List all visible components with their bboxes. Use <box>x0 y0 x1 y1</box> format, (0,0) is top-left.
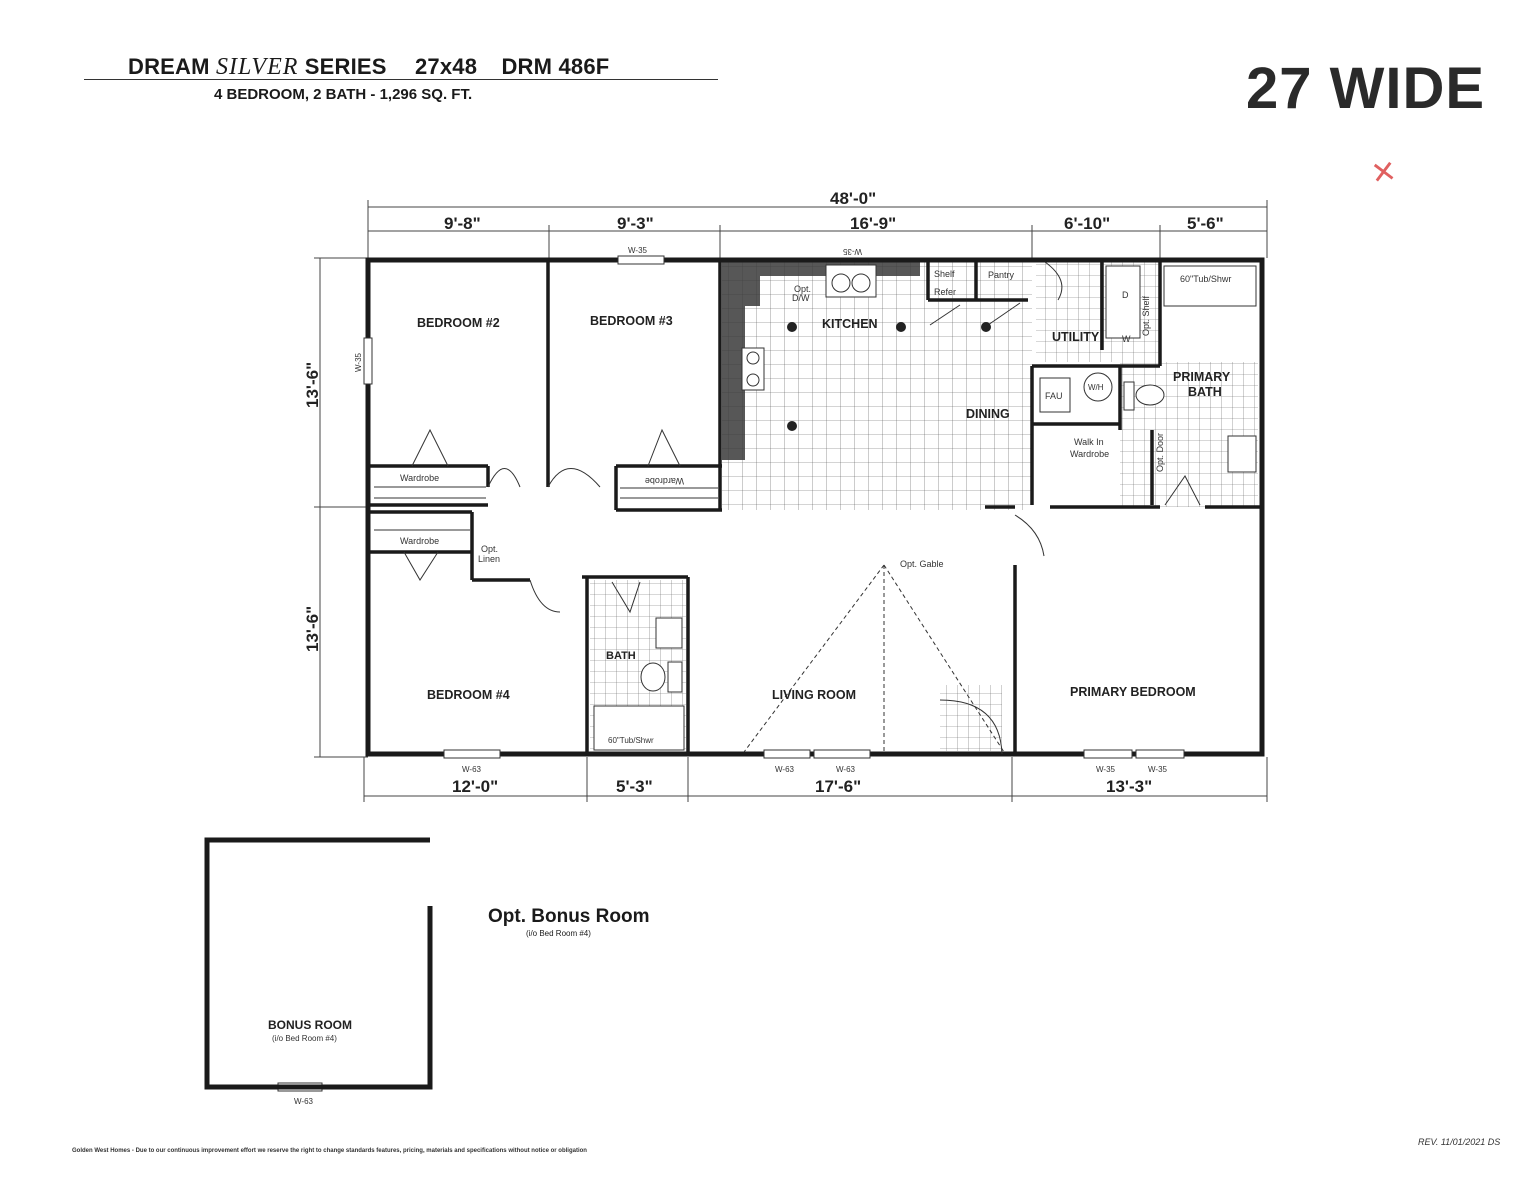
wardrobe-label: Wardrobe <box>400 536 439 546</box>
dim-top-1: 9'-8" <box>444 214 481 233</box>
dim-bottom-4: 13'-3" <box>1106 777 1152 796</box>
dim-bottom-1: 12'-0" <box>452 777 498 796</box>
tub-label: 60"Tub/Shwr <box>1180 274 1231 284</box>
window-primary-2 <box>1135 749 1185 759</box>
window-living-1 <box>763 749 811 759</box>
window-living-2 <box>813 749 871 759</box>
window-label: W-63 <box>294 1097 314 1106</box>
room-living: LIVING ROOM <box>772 688 856 702</box>
bottom-dimensions <box>363 757 1268 802</box>
opt-linen-label: Linen <box>478 554 500 564</box>
model-number: DRM 486F <box>501 54 610 79</box>
dim-top-2: 9'-3" <box>617 214 654 233</box>
walk-in-label: Walk In <box>1074 437 1104 447</box>
home-summary: 4 BEDROOM, 2 BATH - 1,296 SQ. FT. <box>214 86 473 103</box>
dryer-label: D <box>1122 290 1129 300</box>
room-primary-bath-1: PRIMARY <box>1173 370 1231 384</box>
room-bonus-sub: (i/o Bed Room #4) <box>272 1034 337 1043</box>
home-size: 27x48 <box>414 54 478 79</box>
dim-overall-width: 48'-0" <box>830 189 876 208</box>
window-label: W-63 <box>462 765 482 774</box>
wardrobe-label: Wardrobe <box>400 473 439 483</box>
series-prefix: DREAM <box>128 54 216 79</box>
window-primary-1 <box>1083 749 1133 759</box>
title-underline <box>84 79 718 80</box>
dim-top-5: 5'-6" <box>1187 214 1224 233</box>
room-dining: DINING <box>966 407 1010 421</box>
window-bed3-top <box>617 255 665 265</box>
bath-tub <box>593 705 685 751</box>
dim-bottom-2: 5'-3" <box>616 777 653 796</box>
refer-label: Refer <box>934 287 956 297</box>
opt-linen-label: Opt. <box>481 544 498 554</box>
bonus-room-title: Opt. Bonus Room <box>488 906 650 927</box>
width-label: 27 WIDE <box>1246 56 1486 121</box>
wardrobe-label: Wardrobe <box>645 476 684 486</box>
wh-label: W/H <box>1088 383 1104 392</box>
fau-label: FAU <box>1045 391 1063 401</box>
room-bonus: BONUS ROOM <box>268 1018 352 1032</box>
water-heater <box>1083 372 1113 402</box>
window-label: W-35 <box>354 352 363 372</box>
dim-left-1: 13'-6" <box>303 362 322 408</box>
bath-sink <box>655 617 683 649</box>
bath-toilet <box>640 662 666 692</box>
opt-shelf-label: Opt. Shelf <box>1141 295 1151 336</box>
opt-dw-label: D/W <box>792 293 810 303</box>
opt-gable-label: Opt. Gable <box>900 559 944 569</box>
room-primary-bath-2: BATH <box>1188 385 1222 399</box>
kitchen-fixtures <box>593 264 1257 751</box>
room-bedroom-2: BEDROOM #2 <box>417 316 500 330</box>
window-bed2-left <box>363 337 373 385</box>
window-label: W-35 <box>628 246 648 255</box>
bonus-room-walls <box>204 837 433 1090</box>
window-label: W-35 <box>1148 765 1168 774</box>
interior-walls <box>370 262 1262 754</box>
kitchen-lights <box>787 322 991 431</box>
series-title: DREAM SILVER SERIES 27x48 DRM 486F <box>128 54 609 81</box>
window-bed4-bottom <box>443 749 501 759</box>
entry-floor <box>940 685 1002 751</box>
walk-in-label: Wardrobe <box>1070 449 1109 459</box>
tub-label: 60"Tub/Shwr <box>608 736 654 745</box>
room-utility: UTILITY <box>1052 330 1100 344</box>
kitchen-counter <box>722 262 920 460</box>
window-label: W-63 <box>836 765 856 774</box>
room-bath: BATH <box>606 650 636 662</box>
opt-gable-lines <box>743 564 1005 753</box>
room-bedroom-3: BEDROOM #3 <box>590 314 673 328</box>
washer-label: W <box>1122 334 1131 344</box>
top-dimensions <box>367 200 1268 258</box>
window-label: W-35 <box>1096 765 1116 774</box>
left-dimensions <box>314 257 368 758</box>
disclaimer: Golden West Homes - Due to our continuou… <box>72 1148 587 1154</box>
shelf-label: Shelf <box>934 269 955 279</box>
dim-top-4: 6'-10" <box>1064 214 1110 233</box>
series-name: SILVER <box>215 54 299 80</box>
doors <box>374 261 1201 755</box>
fau-box <box>1039 377 1071 413</box>
primary-toilet <box>1135 384 1165 406</box>
room-primary-bedroom: PRIMARY BEDROOM <box>1070 685 1196 699</box>
window-label: W-63 <box>775 765 795 774</box>
primary-vanity <box>1227 435 1257 473</box>
room-kitchen: KITCHEN <box>822 317 878 331</box>
dim-left-2: 13'-6" <box>303 606 322 652</box>
revision-label: REV. 11/01/2021 DS <box>1418 1137 1501 1147</box>
opt-dw-label: Opt. <box>794 284 811 294</box>
pantry-label: Pantry <box>988 270 1015 280</box>
dim-top-3: 16'-9" <box>850 214 896 233</box>
dim-bottom-3: 17'-6" <box>815 777 861 796</box>
kitchen-dining-floor <box>722 262 1032 510</box>
window-label: W-35 <box>842 247 862 256</box>
series-suffix: SERIES <box>298 54 387 79</box>
bonus-room-subtitle: (i/o Bed Room #4) <box>526 929 591 938</box>
opt-door-label: Opt. Door <box>1155 433 1165 472</box>
tub-primary <box>1163 265 1257 307</box>
room-bedroom-4: BEDROOM #4 <box>427 688 510 702</box>
